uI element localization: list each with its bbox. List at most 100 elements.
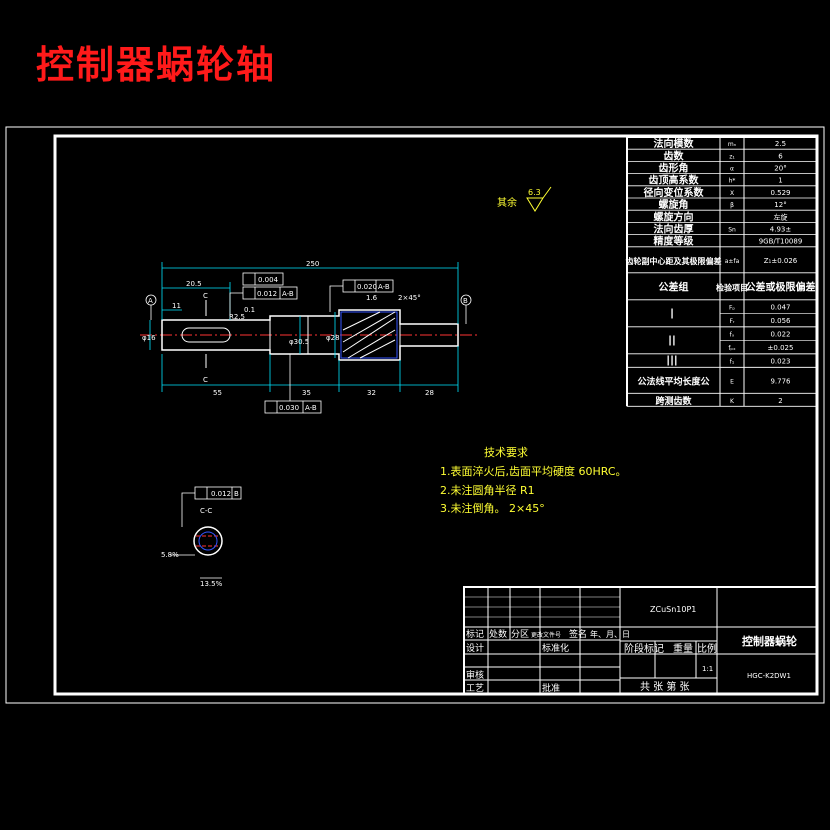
technical-requirements: 技术要求 1.表面淬火后,齿面平均硬度 60HRC。 2.未注圆角半径 R1 3… <box>440 446 627 515</box>
datum-b: B <box>463 297 468 305</box>
dim-32: 32 <box>367 389 376 397</box>
fcf-2-value: 0.012 <box>257 290 277 298</box>
param-symbol: Sn <box>728 227 736 234</box>
param-symbol: h* <box>729 178 736 185</box>
dim-chamfer: 2×45° <box>398 294 421 302</box>
param-symbol: z₁ <box>729 153 735 160</box>
roughness-note: 其余 6.3 <box>497 186 552 212</box>
param-value: 左旋 <box>774 212 788 221</box>
param-value: 9GB/T10089 <box>759 238 803 246</box>
tb-approve: 批准 <box>542 682 560 694</box>
param-symbol: X <box>730 190 734 197</box>
tech-req-item-1: 1.表面淬火后,齿面平均硬度 60HRC。 <box>440 464 627 478</box>
inner-frame <box>53 134 819 696</box>
roughness-label: 其余 <box>497 196 517 209</box>
param-symbol: a±fa <box>725 258 740 265</box>
fcf-2-ref: A-B <box>282 290 294 298</box>
param-symbol: β <box>730 202 734 209</box>
outer-frame <box>5 126 825 704</box>
section-label: C-C <box>200 507 212 515</box>
tb-ratio: 比例 <box>697 642 717 655</box>
dim-28: 28 <box>425 389 434 397</box>
tol-code: Fᵣ <box>729 318 734 325</box>
tb-weight: 重量 <box>673 642 693 655</box>
dim-phi28: φ28 <box>326 334 340 342</box>
keyway <box>181 327 231 343</box>
section-mark-bottom: C <box>203 376 208 384</box>
param-value: 6 <box>778 152 783 160</box>
scale-value: 1:1 <box>702 665 713 673</box>
fcf-3-ref: A-B <box>378 283 390 291</box>
tb-design: 设计 <box>466 642 484 654</box>
section-tol-ref: B <box>234 490 239 498</box>
dim-35: 35 <box>302 389 311 397</box>
tol-header-limit: 公差或极限偏差 <box>746 280 816 293</box>
param-label: 齿形角 <box>659 162 689 175</box>
tol-value: 0.022 <box>770 331 790 339</box>
tol-group-label: III <box>666 355 678 370</box>
tb-head-zone: 分区 <box>511 629 529 640</box>
fcf-1-value: 0.004 <box>258 276 279 284</box>
tol-code: fₚₓ <box>728 345 736 352</box>
tb-head-count: 处数 <box>489 628 507 640</box>
dim-r01: 0.1 <box>244 306 255 314</box>
tol-group-label: II <box>668 334 676 349</box>
tol-code: f₁ <box>730 359 735 366</box>
param-bottom-label: 跨测齿数 <box>655 395 692 407</box>
tol-value: 0.023 <box>770 358 790 366</box>
dim-overall: 250 <box>306 260 319 268</box>
tol-value: ±0.025 <box>768 344 794 352</box>
shaft-main-view: 250 20.5 11 R2.5 0.1 φ16 55 35 32 28 φ30… <box>140 260 480 414</box>
param-value: Z₁±0.026 <box>764 257 798 265</box>
dim-11: 11 <box>172 302 181 310</box>
param-label: 齿顶高系数 <box>649 174 700 187</box>
tb-head-sign: 签名 <box>569 628 587 640</box>
tol-group-label: I <box>670 307 674 322</box>
tech-req-title: 技术要求 <box>484 446 528 459</box>
param-value: 1 <box>778 177 782 185</box>
param-bottom-value: 2 <box>778 397 782 405</box>
page-title: 控制器蜗轮轴 <box>36 42 277 87</box>
param-label: 精度等级 <box>654 235 695 248</box>
section-tol: 0.012 <box>211 490 231 498</box>
param-bottom-value: 9.776 <box>770 377 791 385</box>
tb-review: 审核 <box>466 669 484 681</box>
param-bottom-symbol: E <box>730 378 734 385</box>
param-label: 齿数 <box>664 149 685 162</box>
section-width: 5.8% <box>161 551 179 559</box>
dim-phi16: φ16 <box>142 334 156 342</box>
tb-std: 标准化 <box>542 642 569 654</box>
dim-phi30: φ30.5 <box>289 338 309 346</box>
rough-gear: 1.6 <box>366 294 378 302</box>
part-name: 控制器蜗轮 <box>742 634 797 648</box>
section-mark-top: C <box>203 292 208 300</box>
param-bottom-symbol: K <box>730 398 735 405</box>
title-block: ZCuSn10P1 控制器蜗轮 HGC-K2DW1 1:1 标记 处数 分区 更… <box>463 586 818 695</box>
param-label: 螺旋角 <box>659 198 689 211</box>
fcf-4-ref: A-B <box>305 404 317 412</box>
tb-process: 工艺 <box>466 683 484 694</box>
tb-head-mark: 标记 <box>466 628 484 640</box>
section-depth: 13.5% <box>200 580 223 588</box>
param-value: 4.93± <box>770 226 792 234</box>
tb-head-docno: 更改文件号 <box>531 631 561 639</box>
param-label: 螺旋方向 <box>654 210 694 223</box>
param-label: 法向模数 <box>654 137 695 150</box>
param-label: 法向齿厚 <box>654 223 694 236</box>
worm-teeth <box>340 311 398 359</box>
tb-sheets: 共 张 第 张 <box>640 680 690 693</box>
tb-stage: 阶段标记 <box>624 642 664 655</box>
dim-20-5: 20.5 <box>186 280 202 288</box>
param-bottom-label: 公法线平均长度公 <box>637 375 709 387</box>
tol-value: 0.047 <box>770 304 790 312</box>
dim-r25: R2.5 <box>229 313 245 321</box>
tb-head-date: 年、月、日 <box>590 629 630 639</box>
roughness-value: 6.3 <box>528 188 541 197</box>
tech-req-item-3: 3.未注倒角。 2×45° <box>440 501 545 515</box>
tech-req-item-2: 2.未注圆角半径 R1 <box>440 483 535 497</box>
param-symbol: mₙ <box>728 141 737 148</box>
param-symbol: α <box>730 166 734 173</box>
param-label: 齿轮副中心距及其极限偏差 <box>626 256 722 266</box>
